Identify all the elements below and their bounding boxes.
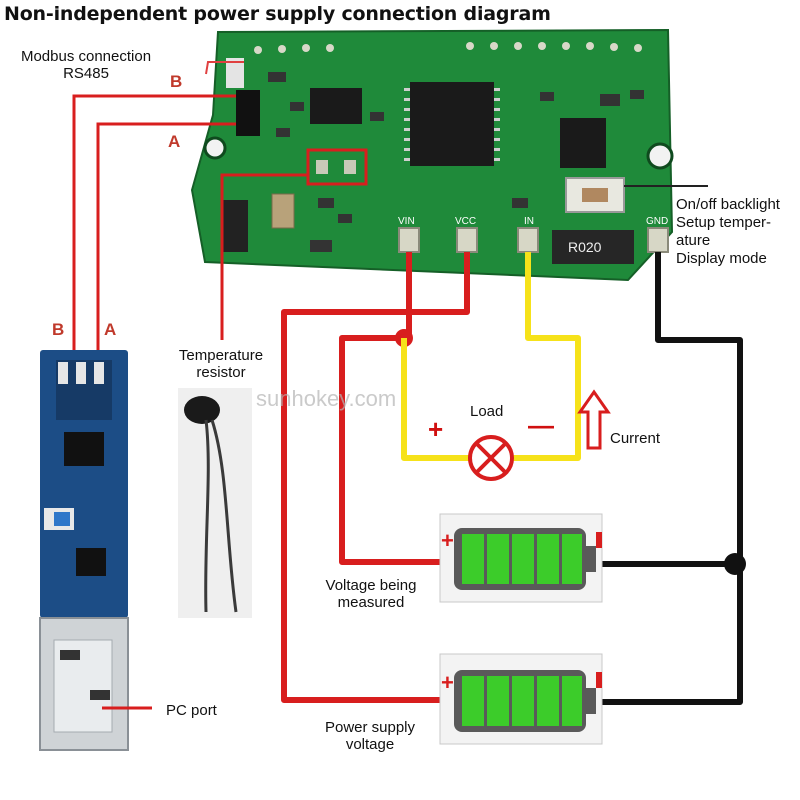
shunt-label: R020 <box>568 239 602 255</box>
button-function-line-2: Setup temper- <box>676 214 772 231</box>
pcb-board-icon <box>190 28 674 282</box>
button-function-line-4: Display mode <box>676 250 767 267</box>
modbus-line-2: RS485 <box>63 65 109 83</box>
voltage-measured-label: Voltage being measured <box>325 577 417 612</box>
modbus-line-1: Modbus connection <box>20 48 152 65</box>
battery-icon: + <box>439 653 603 745</box>
load-plus-sign: + <box>428 414 444 444</box>
thermistor-icon <box>178 388 252 618</box>
arrow-up-icon <box>577 389 611 450</box>
temperature-resistor-label: Temperature resistor <box>178 347 264 382</box>
modbus-label: Modbus connection RS485 <box>2 48 170 83</box>
pc-port-label: PC port <box>166 702 217 719</box>
pcb-label-vcc: VCC <box>455 216 476 227</box>
current-label: Current <box>610 430 661 447</box>
load-label: Load <box>470 403 504 420</box>
adapter-b-label: B <box>52 320 65 339</box>
adapter-a-label: A <box>104 320 117 339</box>
usb-rs485-adapter-icon <box>39 350 129 751</box>
pcb-label-gnd: GND <box>646 216 668 227</box>
pcb-label-vin: VIN <box>398 216 415 227</box>
button-function-line-3: ature <box>676 232 711 249</box>
pcb-label-in: IN <box>524 216 534 227</box>
supply-voltage-label: Power supply voltage <box>324 719 416 754</box>
wire-a-label: A <box>168 132 181 151</box>
svg-text:+: + <box>441 670 454 695</box>
button-function-label: On/off backlight Setup temper- ature Dis… <box>676 196 798 268</box>
lamp-icon <box>468 435 514 481</box>
battery-icon: + <box>439 513 603 603</box>
button-function-line-1: On/off backlight <box>676 196 780 213</box>
svg-text:+: + <box>441 528 454 553</box>
wire-b-label: B <box>170 72 183 91</box>
page-title: Non-independent power supply connection … <box>4 3 551 25</box>
watermark: sunhokey.com <box>256 386 397 411</box>
load-minus-sign: — <box>528 410 554 440</box>
